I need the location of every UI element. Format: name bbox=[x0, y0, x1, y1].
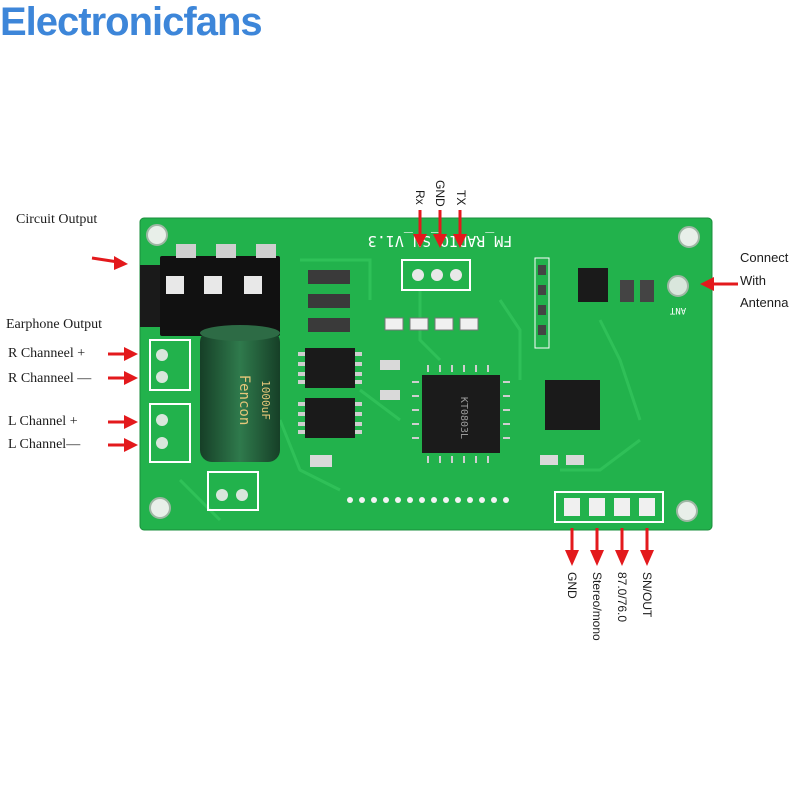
label-gnd-top: GND bbox=[433, 180, 447, 207]
label-r-plus: R Channeel + bbox=[8, 346, 86, 361]
label-gnd-bottom: GND bbox=[565, 572, 579, 599]
label-circuit-output: Circuit Output bbox=[16, 212, 98, 227]
regulator-chip bbox=[578, 268, 608, 302]
label-connect: Connect bbox=[740, 250, 789, 265]
pad-row bbox=[347, 497, 509, 503]
svg-text:1000uF: 1000uF bbox=[259, 380, 272, 420]
label-tx: TX bbox=[454, 190, 468, 206]
label-sn-out: SN/OUT bbox=[640, 572, 654, 618]
control-header bbox=[554, 491, 664, 523]
svg-text:Fencon: Fencon bbox=[236, 375, 252, 426]
label-l-plus: L Channel + bbox=[8, 414, 78, 429]
label-stereo-mono: Stereo/mono bbox=[590, 572, 604, 641]
eeprom-chip bbox=[545, 380, 600, 430]
pcb-board bbox=[139, 217, 713, 531]
uart-header bbox=[401, 259, 471, 291]
capacitor: Fencon 1000uF bbox=[200, 325, 280, 462]
brand-logo: Electronicfans bbox=[0, 0, 263, 44]
label-earphone-output: Earphone Output bbox=[6, 317, 103, 332]
label-rx: Rx bbox=[413, 190, 427, 205]
mounting-holes bbox=[146, 224, 700, 522]
smd-components bbox=[308, 257, 654, 467]
audio-jack bbox=[140, 244, 280, 336]
svg-text:KT0803L: KT0803L bbox=[458, 397, 469, 439]
antenna-pad: ANT bbox=[667, 275, 689, 315]
label-antenna: Antenna bbox=[740, 295, 789, 310]
label-with: With bbox=[740, 273, 766, 288]
terminal-blocks bbox=[149, 339, 259, 511]
pointer-arrows bbox=[91, 210, 738, 566]
label-r-minus: R Channeel — bbox=[8, 371, 92, 386]
amplifier-chips bbox=[298, 348, 362, 438]
svg-text:ANT: ANT bbox=[669, 305, 686, 315]
label-l-minus: L Channel— bbox=[8, 437, 81, 452]
label-band: 87.0/76.0 bbox=[615, 572, 629, 623]
pcb-traces bbox=[178, 258, 642, 522]
fm-ic: KT0803L bbox=[412, 365, 510, 463]
